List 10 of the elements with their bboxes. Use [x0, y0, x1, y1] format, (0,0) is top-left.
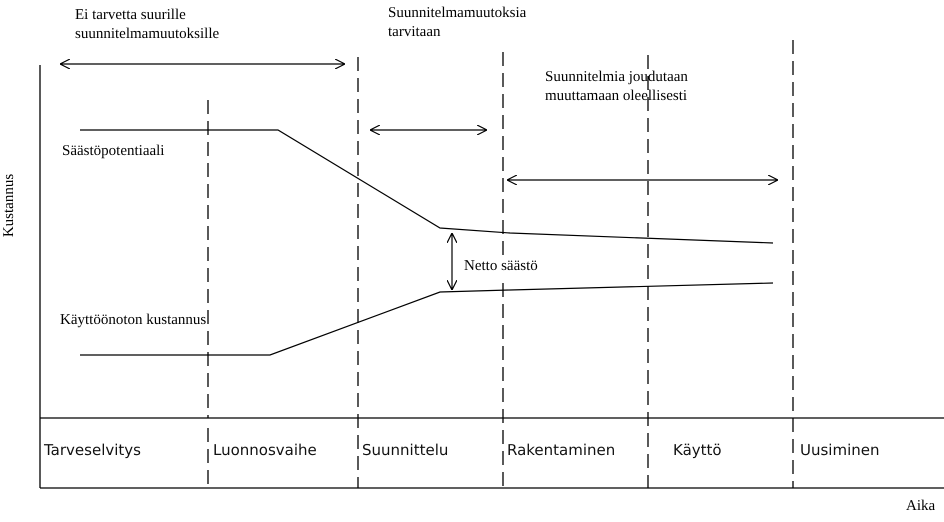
axis-label: Kustannus	[0, 174, 18, 238]
phase-label: Käyttö	[673, 441, 722, 459]
curve-label: Säästöpotentiaali	[62, 142, 164, 161]
curve-label: Käyttöönoton kustannus	[60, 311, 206, 330]
annotation-text: Ei tarvetta suurille suunnitelmamuutoksille	[75, 6, 220, 44]
phase-label: Tarveselvitys	[44, 441, 141, 459]
annotation-text: Suunnitelmia joudutaan muuttamaan oleellisesti	[545, 68, 689, 106]
annotation-text: Suunnitelmamuutoksia tarvitaan	[388, 4, 528, 42]
axis-label: Aika	[906, 497, 936, 516]
curve-label: Netto säästö	[464, 257, 538, 276]
